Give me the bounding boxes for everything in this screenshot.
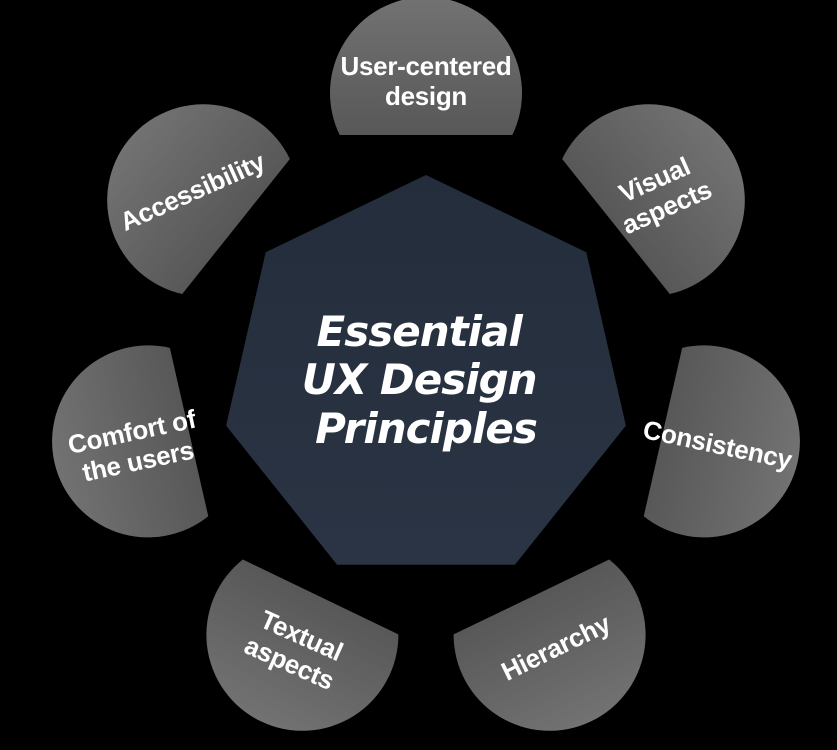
diagram-title-line-3: Principles xyxy=(315,404,537,453)
node-comfort-of-the-users: Comfort ofthe users xyxy=(52,345,209,538)
center-heptagon xyxy=(226,175,626,565)
node-shape-hierarchy xyxy=(453,559,646,731)
node-accessibility: Accessibility xyxy=(107,104,290,294)
node-shape-visual-aspects xyxy=(562,104,745,294)
node-shape-comfort-of-the-users xyxy=(52,345,209,538)
node-shape-consistency xyxy=(643,345,800,538)
diagram-title-line-2: UX Design xyxy=(302,355,537,404)
node-shape-accessibility xyxy=(107,104,290,294)
node-hierarchy: Hierarchy xyxy=(453,559,646,731)
node-shape-user-centered-design xyxy=(330,0,522,135)
node-label-user-centered-design-line-2: design xyxy=(385,81,467,111)
diagram-title: Essential UX Design Principles xyxy=(302,307,550,453)
node-shape-textual-aspects xyxy=(206,559,399,731)
node-label-user-centered-design-line-1: User-centered xyxy=(341,51,512,81)
node-visual-aspects: Visualaspects xyxy=(562,104,745,294)
node-consistency: Consistency xyxy=(640,345,800,538)
node-label-textual-aspects: Textualaspects xyxy=(240,603,351,696)
diagram-title-line-1: Essential xyxy=(317,307,524,356)
node-textual-aspects: Textualaspects xyxy=(206,559,399,731)
